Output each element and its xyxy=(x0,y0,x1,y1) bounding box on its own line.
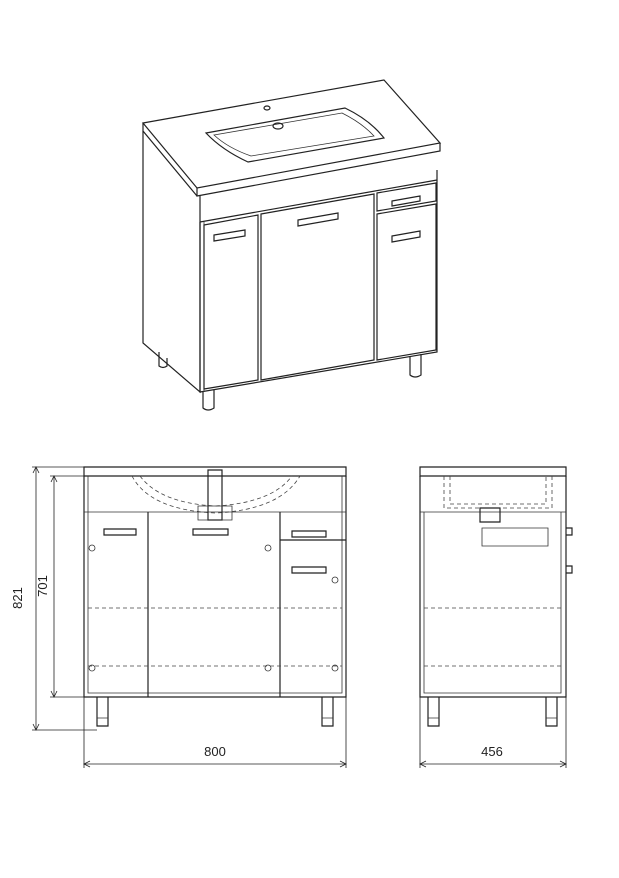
drawer xyxy=(376,182,437,212)
front-view: 821 701 800 xyxy=(10,466,347,768)
leg-icon xyxy=(202,390,215,411)
height-701-label: 701 xyxy=(35,575,50,597)
front-left-handle xyxy=(103,528,137,536)
drain-icon xyxy=(272,122,284,130)
side-view: 456 xyxy=(419,466,573,768)
depth-456-label: 456 xyxy=(481,744,503,759)
front-drawer-handle xyxy=(291,530,327,538)
height-821-label: 821 xyxy=(10,587,25,609)
right-door xyxy=(376,203,437,361)
left-door-handle xyxy=(213,229,246,242)
width-800-dimension xyxy=(83,697,347,768)
height-821-dimension xyxy=(32,466,97,731)
right-door-handle xyxy=(391,230,421,243)
leg-icon xyxy=(409,354,422,378)
center-door xyxy=(260,193,375,381)
height-701-dimension xyxy=(50,475,84,698)
width-800-label: 800 xyxy=(204,744,226,759)
front-right-handle xyxy=(291,566,327,574)
tap-hole-icon xyxy=(263,105,271,111)
cabinet-body xyxy=(142,131,438,411)
perspective-view xyxy=(141,79,442,411)
center-door-handle xyxy=(297,212,339,227)
basin-top xyxy=(141,79,442,197)
depth-456-dimension xyxy=(419,697,567,768)
left-door xyxy=(203,214,259,390)
front-center-handle xyxy=(192,528,229,536)
drawer-handle xyxy=(391,195,421,207)
